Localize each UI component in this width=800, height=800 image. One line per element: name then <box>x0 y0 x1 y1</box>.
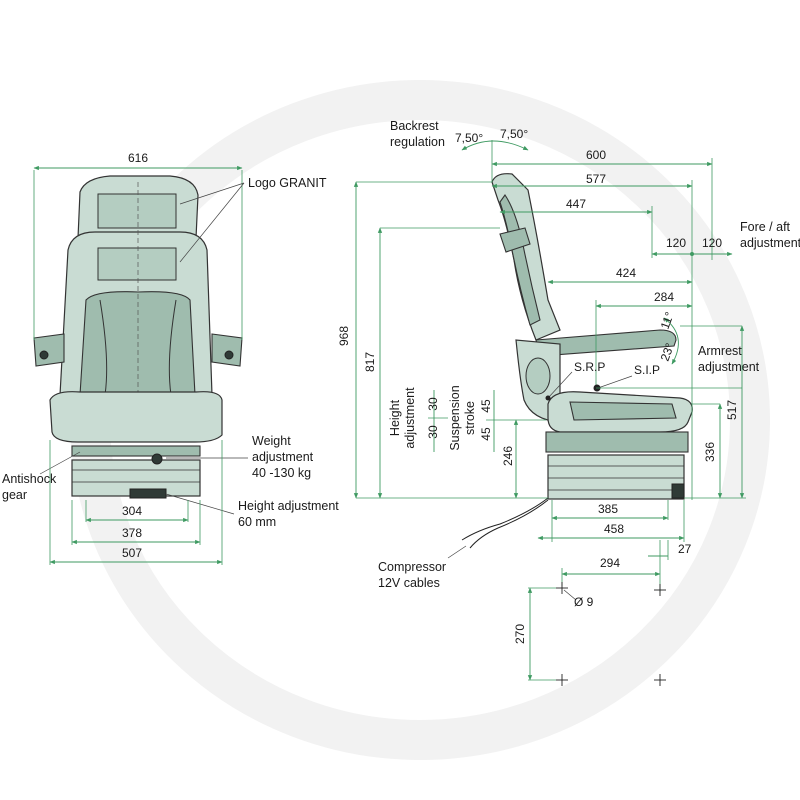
right-armrest <box>211 333 243 367</box>
angle-back: 7,50° <box>455 131 483 145</box>
dim-270: 270 <box>513 624 527 644</box>
height-adjustment-line2: 60 mm <box>238 515 276 529</box>
compressor-cable <box>461 497 549 541</box>
dim-616: 616 <box>128 151 148 165</box>
mount-hole-top-right-icon <box>654 584 666 596</box>
logo-label: Logo GRANIT <box>248 176 327 190</box>
armrest-adjustment-line1: Armrest <box>698 344 742 358</box>
dim-304: 304 <box>122 504 142 518</box>
height-adjustment-line1: Height adjustment <box>238 499 339 513</box>
side-view: Backrest regulation 7,50° 7,50° 600 577 … <box>337 119 800 686</box>
dim-120-left: 120 <box>666 236 686 250</box>
dim-30-top: 30 <box>426 397 440 411</box>
weight-adjustment-line2: adjustment <box>252 450 314 464</box>
dim-294: 294 <box>600 556 620 570</box>
left-armrest <box>33 333 65 367</box>
srp-label: S.R.P <box>574 360 605 374</box>
height-lever <box>129 488 167 499</box>
fore-aft-line1: Fore / aft <box>740 220 791 234</box>
antishock-line1: Antishock <box>2 472 57 486</box>
hole-diameter: Ø 9 <box>574 595 594 609</box>
armrest-adjustment-line2: adjustment <box>698 360 760 374</box>
angle-23: 23° <box>658 341 677 363</box>
weight-adjustment-line3: 40 -130 kg <box>252 466 311 480</box>
dim-507: 507 <box>122 546 142 560</box>
side-suspension <box>547 454 685 500</box>
lumbar-knob-icon <box>525 357 551 395</box>
angle-11: 11° <box>658 310 677 331</box>
angle-fwd: 7,50° <box>500 127 528 141</box>
dim-817: 817 <box>363 352 377 372</box>
suspension-stroke-v2: stroke <box>463 401 477 435</box>
suspension-top-plate <box>71 445 201 457</box>
weight-knob-icon <box>151 453 163 465</box>
dim-45-bottom: 45 <box>479 427 493 441</box>
dim-424: 424 <box>616 266 636 280</box>
dim-30-bottom: 30 <box>426 425 440 439</box>
dim-517: 517 <box>725 400 739 420</box>
fore-aft-lever <box>671 483 685 499</box>
armrest-angle-arc <box>663 317 679 365</box>
headrest-logo-panel <box>97 193 177 229</box>
dim-27: 27 <box>678 542 692 556</box>
dim-45-top: 45 <box>479 399 493 413</box>
compressor-line1: Compressor <box>378 560 446 574</box>
suspension-stroke-v1: Suspension <box>448 385 462 450</box>
side-headrest-joint <box>499 227 531 253</box>
dim-246: 246 <box>501 446 515 466</box>
dim-600: 600 <box>586 148 606 162</box>
front-view: 616 Logo GRANIT Weight adjustment 40 -13… <box>2 151 339 565</box>
backrest-center-panel <box>79 291 196 396</box>
seat-cushion <box>49 391 223 443</box>
sip-label: S.I.P <box>634 363 660 377</box>
dim-284: 284 <box>654 290 674 304</box>
dim-447: 447 <box>566 197 586 211</box>
dim-385: 385 <box>598 502 618 516</box>
dim-577: 577 <box>586 172 606 186</box>
dim-458: 458 <box>604 522 624 536</box>
height-adjustment-v1: Height <box>388 399 402 436</box>
backrest-logo-panel <box>97 247 177 281</box>
backrest-regulation-arc <box>461 140 529 151</box>
fore-aft-line2: adjustment <box>740 236 800 250</box>
backrest-regulation-line1: Backrest <box>390 119 439 133</box>
height-adjustment-v2: adjustment <box>403 387 417 449</box>
dim-336: 336 <box>703 442 717 462</box>
backrest-regulation-line2: regulation <box>390 135 445 149</box>
weight-adjustment-line1: Weight <box>252 434 291 448</box>
mount-hole-bottom-right-icon <box>654 674 666 686</box>
antishock-line2: gear <box>2 488 27 502</box>
compressor-line2: 12V cables <box>378 576 440 590</box>
mount-hole-top-left-icon <box>556 582 568 594</box>
dim-968: 968 <box>337 326 351 346</box>
dim-120-right: 120 <box>702 236 722 250</box>
mount-hole-bottom-left-icon <box>556 674 568 686</box>
side-slide-rails <box>545 431 689 453</box>
dim-378: 378 <box>122 526 142 540</box>
